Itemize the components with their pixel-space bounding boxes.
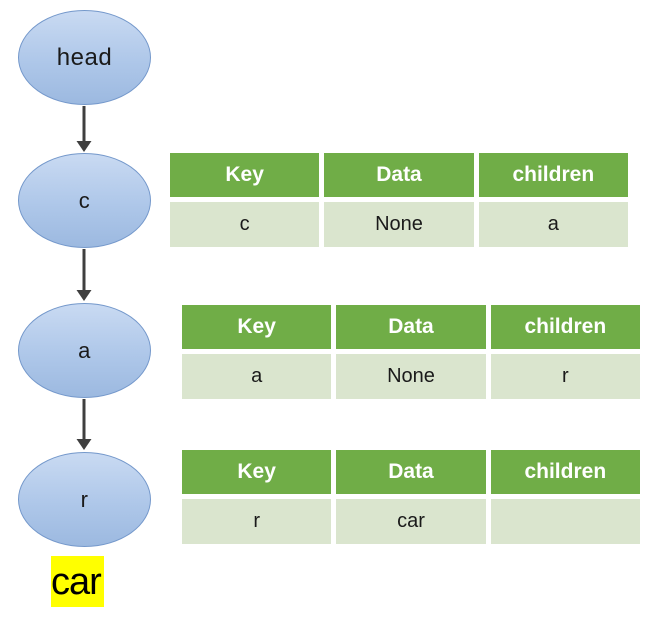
table-header-cell-data: Data: [336, 450, 486, 494]
node-table-a: Key Data children a None r: [182, 305, 640, 399]
table-header-row: Key Data children: [170, 153, 628, 197]
table-row: c None a: [170, 202, 628, 247]
table-header-cell-data: Data: [336, 305, 486, 349]
table-header-cell-key: Key: [182, 305, 332, 349]
table-header-cell-children: children: [490, 450, 640, 494]
table-cell-data: None: [336, 354, 486, 399]
node-label: c: [78, 187, 91, 213]
table-header-cell-children: children: [478, 153, 628, 197]
table-header-cell-children: children: [490, 305, 640, 349]
node-table-c: Key Data children c None a: [170, 153, 628, 247]
table-cell-key: c: [170, 202, 320, 247]
table-header-row: Key Data children: [182, 305, 640, 349]
table-header-cell-key: Key: [170, 153, 320, 197]
table-cell-data: None: [324, 202, 474, 247]
node-label: a: [78, 337, 91, 363]
table-cell-children: r: [490, 354, 640, 399]
table-cell-data: car: [336, 499, 486, 544]
table-header-cell-key: Key: [182, 450, 332, 494]
table-header-cell-data: Data: [324, 153, 474, 197]
down-arrow-icon: [76, 399, 92, 450]
down-arrow-icon: [76, 106, 92, 152]
node-ellipse-head: head: [18, 10, 151, 105]
table-cell-key: r: [182, 499, 332, 544]
result-highlight: car: [51, 556, 104, 607]
node-ellipse-r: r: [18, 452, 151, 547]
table-row: a None r: [182, 354, 640, 399]
node-ellipse-a: a: [18, 303, 151, 398]
node-label: head: [56, 43, 113, 71]
table-cell-key: a: [182, 354, 332, 399]
table-header-row: Key Data children: [182, 450, 640, 494]
down-arrow-icon: [76, 249, 92, 301]
node-table-r: Key Data children r car: [182, 450, 640, 544]
table-row: r car: [182, 499, 640, 544]
table-cell-children: [490, 499, 640, 544]
table-cell-children: a: [478, 202, 628, 247]
node-label: r: [80, 486, 89, 512]
node-ellipse-c: c: [18, 153, 151, 248]
